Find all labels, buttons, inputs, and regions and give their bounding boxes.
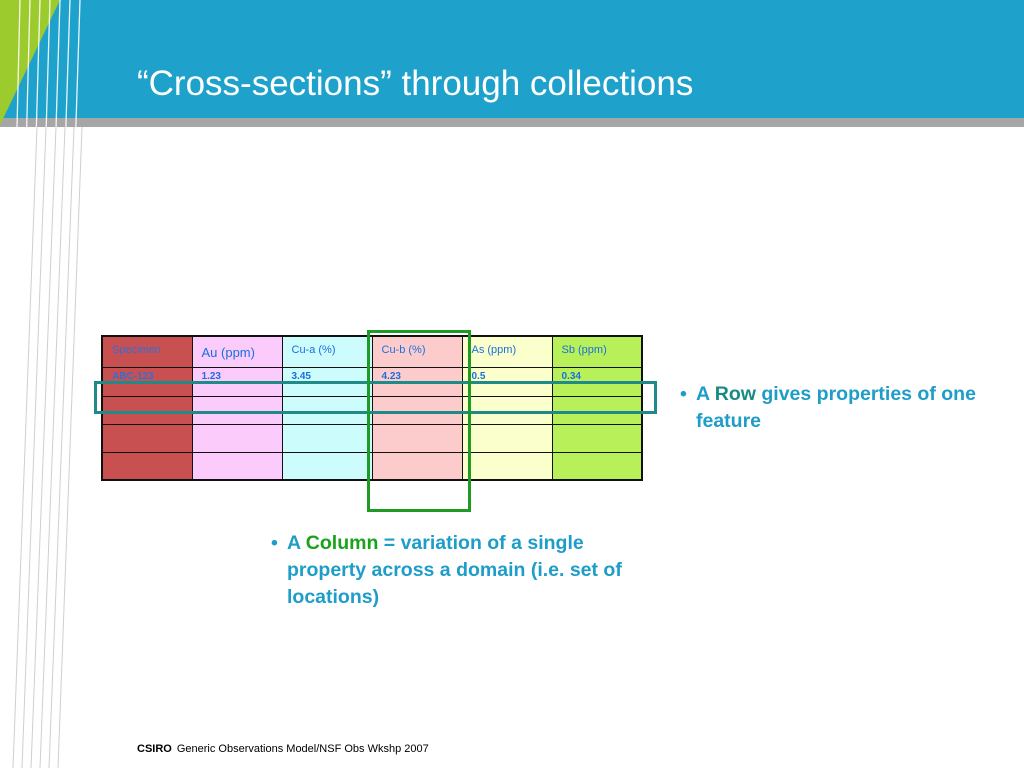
- bullet-column-description: • A Column = variation of a single proper…: [271, 530, 667, 611]
- data-table: Specimen Au (ppm) Cu-a (%) Cu-b (%) As (…: [101, 335, 643, 481]
- bullet-prefix: A: [696, 383, 715, 405]
- table-cell-empty: [461, 423, 553, 453]
- table-cell-empty: [551, 423, 643, 453]
- table-header-cell: Cu-a (%): [281, 335, 373, 368]
- bullet-marker: •: [271, 532, 278, 554]
- table-cell-empty: [551, 451, 643, 481]
- bullet-text: = variation of a single property across …: [287, 532, 622, 608]
- bullet-row-description: • A Row gives properties of one feature: [680, 381, 996, 435]
- table-header-cell: Sb (ppm): [551, 335, 643, 368]
- table-cell-empty: [101, 423, 193, 453]
- row-highlight-box: [94, 381, 657, 414]
- header-divider: [0, 118, 1024, 127]
- table-cell-empty: [101, 451, 193, 481]
- table-cell-empty: [281, 423, 373, 453]
- table-cell-empty: [281, 451, 373, 481]
- bullet-highlight-column: Column: [305, 532, 379, 554]
- bullet-text: gives properties of one feature: [696, 383, 976, 432]
- table-header-cell: Cu-b (%): [371, 335, 463, 368]
- bullet-prefix: A: [287, 532, 306, 554]
- table-cell-empty: [551, 395, 643, 425]
- table-cell-empty: [461, 451, 553, 481]
- table-cell-empty: [191, 395, 283, 425]
- table-cell-empty: [191, 451, 283, 481]
- bullet-highlight-row: Row: [714, 383, 756, 405]
- footer: CSIRO Generic Observations Model/NSF Obs …: [137, 743, 429, 755]
- table-header-row: Specimen Au (ppm) Cu-a (%) Cu-b (%) As (…: [101, 335, 643, 368]
- table-header-cell: As (ppm): [461, 335, 553, 368]
- bullet-marker: •: [680, 383, 687, 405]
- column-highlight-box: [367, 330, 471, 512]
- footer-text: Generic Observations Model/NSF Obs Wkshp…: [176, 743, 429, 755]
- table-row-empty: [101, 451, 643, 481]
- table-cell-empty: [371, 423, 463, 453]
- table-header-cell: Specimen: [101, 335, 193, 368]
- slide-title: “Cross-sections” through collections: [137, 64, 694, 103]
- footer-brand: CSIRO: [137, 743, 172, 755]
- table-header-cell: Au (ppm): [191, 335, 283, 368]
- header-band: [0, 0, 1024, 118]
- table-cell-empty: [371, 451, 463, 481]
- table-cell-empty: [191, 423, 283, 453]
- decorative-lines: [1, 0, 83, 768]
